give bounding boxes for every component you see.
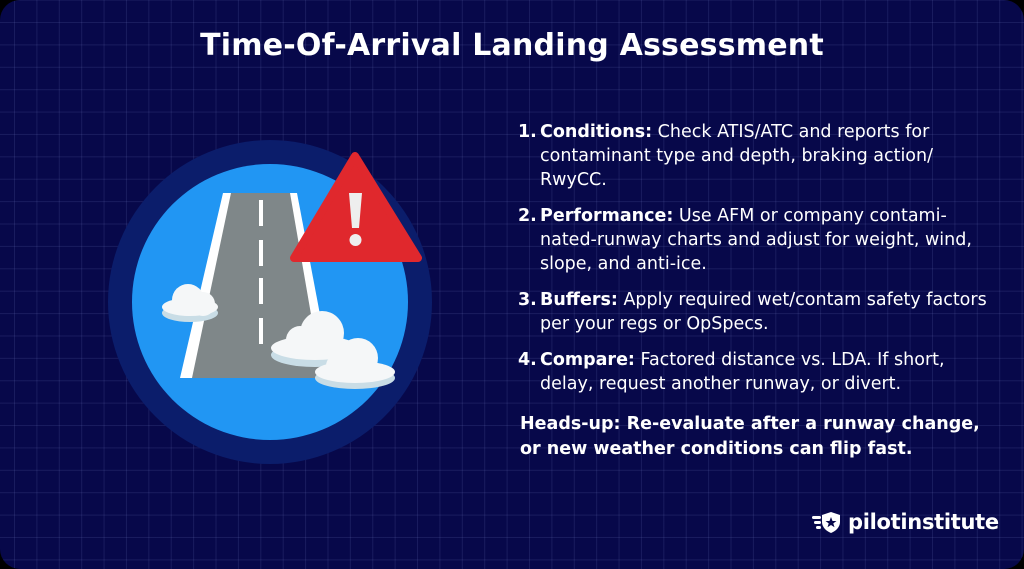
step-text: Use AFM or company contami-nated-runway … (540, 206, 972, 274)
heads-up-note: Heads-up: Re-evaluate after a runway cha… (520, 414, 980, 459)
step-number: 1. (518, 122, 537, 142)
winged-shield-star-icon (812, 512, 840, 533)
step-item: 3. Buffers: Apply required wet/contam sa… (518, 288, 988, 336)
step-item: 4. Compare: Factored distance vs. LDA. I… (518, 348, 988, 396)
brand-name: pilotinstitute (848, 510, 999, 534)
cloud-icon (271, 311, 395, 389)
step-label: Buffers: (540, 290, 618, 310)
step-number: 3. (518, 290, 537, 310)
brand-logo: pilotinstitute (812, 510, 999, 534)
steps-list: 1. Conditions: Check ATIS/ATC and report… (518, 120, 988, 408)
cloud-icon (162, 284, 218, 322)
runway-warning-illustration (108, 140, 432, 464)
warning-triangle-icon (290, 152, 422, 262)
step-text: Factored distance vs. LDA. If short, del… (540, 350, 945, 394)
step-text: Apply required wet/contam safety factors… (540, 290, 987, 334)
page-title: Time-Of-Arrival Landing Assessment (200, 28, 824, 63)
step-label: Performance: (540, 206, 674, 226)
step-number: 4. (518, 350, 537, 370)
step-label: Conditions: (540, 122, 653, 142)
step-text: Check ATIS/ATC and reports for contamina… (540, 122, 933, 190)
step-label: Compare: (540, 350, 635, 370)
step-item: 2. Performance: Use AFM or company conta… (518, 204, 988, 276)
step-number: 2. (518, 206, 537, 226)
step-item: 1. Conditions: Check ATIS/ATC and report… (518, 120, 988, 192)
